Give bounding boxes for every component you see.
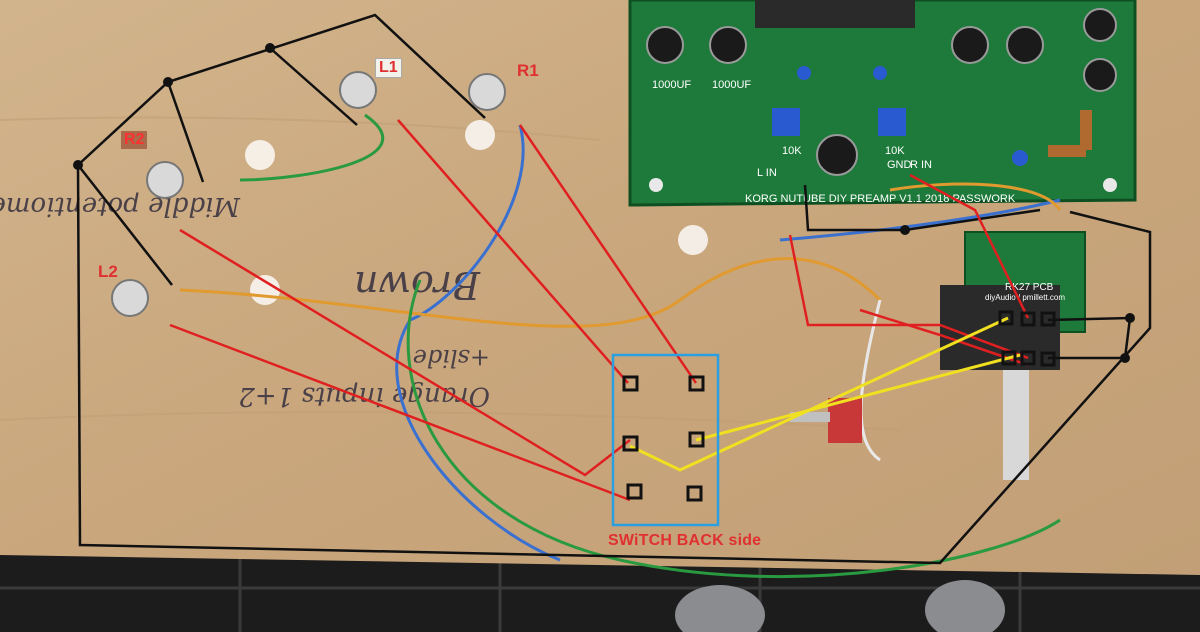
toggle-switch <box>790 398 862 443</box>
svg-text:+slide: +slide <box>413 344 490 372</box>
handwriting: Brown Middle potentiometer Orange inputs… <box>0 191 490 411</box>
switch-lines <box>629 316 1021 472</box>
capacitors <box>646 8 1117 176</box>
physical-wires <box>179 113 1062 578</box>
ground-lines <box>76 13 1152 565</box>
svg-text:1000UF: 1000UF <box>712 79 751 91</box>
trimmers <box>772 66 1028 166</box>
label-switch-back-side: SWiTCH BACK side <box>608 532 762 549</box>
label-r1: R1 <box>517 61 539 80</box>
volume-board: RK27 PCB diyAudio / pmillett.com <box>940 231 1086 480</box>
svg-text:1000UF: 1000UF <box>652 79 691 91</box>
svg-text:10K: 10K <box>782 145 802 157</box>
label-l1: L1 <box>375 58 402 78</box>
svg-text:GND: GND <box>887 159 912 171</box>
jack-r1 <box>468 73 506 111</box>
svg-text:R IN: R IN <box>910 159 932 171</box>
label-r2: R2 <box>121 131 148 149</box>
jack-l1 <box>339 71 377 109</box>
svg-text:KORG NUTUBE DIY PREAMP V1.1 20: KORG NUTUBE DIY PREAMP V1.1 2018 PASSWOR… <box>745 193 1016 205</box>
svg-text:10K: 10K <box>885 145 905 157</box>
switch-diagram <box>611 353 720 527</box>
sock-left <box>675 585 765 632</box>
svg-text:diyAudio / pmillett.com: diyAudio / pmillett.com <box>985 293 1065 302</box>
signal-lines <box>169 119 1030 502</box>
label-l2: L2 <box>98 262 118 281</box>
resistors <box>1048 110 1092 157</box>
jack-l2 <box>111 279 149 317</box>
svg-text:Orange inputs 1+2: Orange inputs 1+2 <box>238 381 490 411</box>
sock-right <box>925 580 1005 632</box>
jack-r2 <box>146 161 184 199</box>
preamp-pcb: KORG NUTUBE DIY PREAMP V1.1 2018 PASSWOR… <box>628 0 1137 207</box>
svg-text:Middle potentiometer: Middle potentiometer <box>0 191 241 221</box>
rca-jacks <box>111 71 506 317</box>
svg-text:RK27 PCB: RK27 PCB <box>1005 282 1054 293</box>
svg-text:L IN: L IN <box>757 167 777 179</box>
